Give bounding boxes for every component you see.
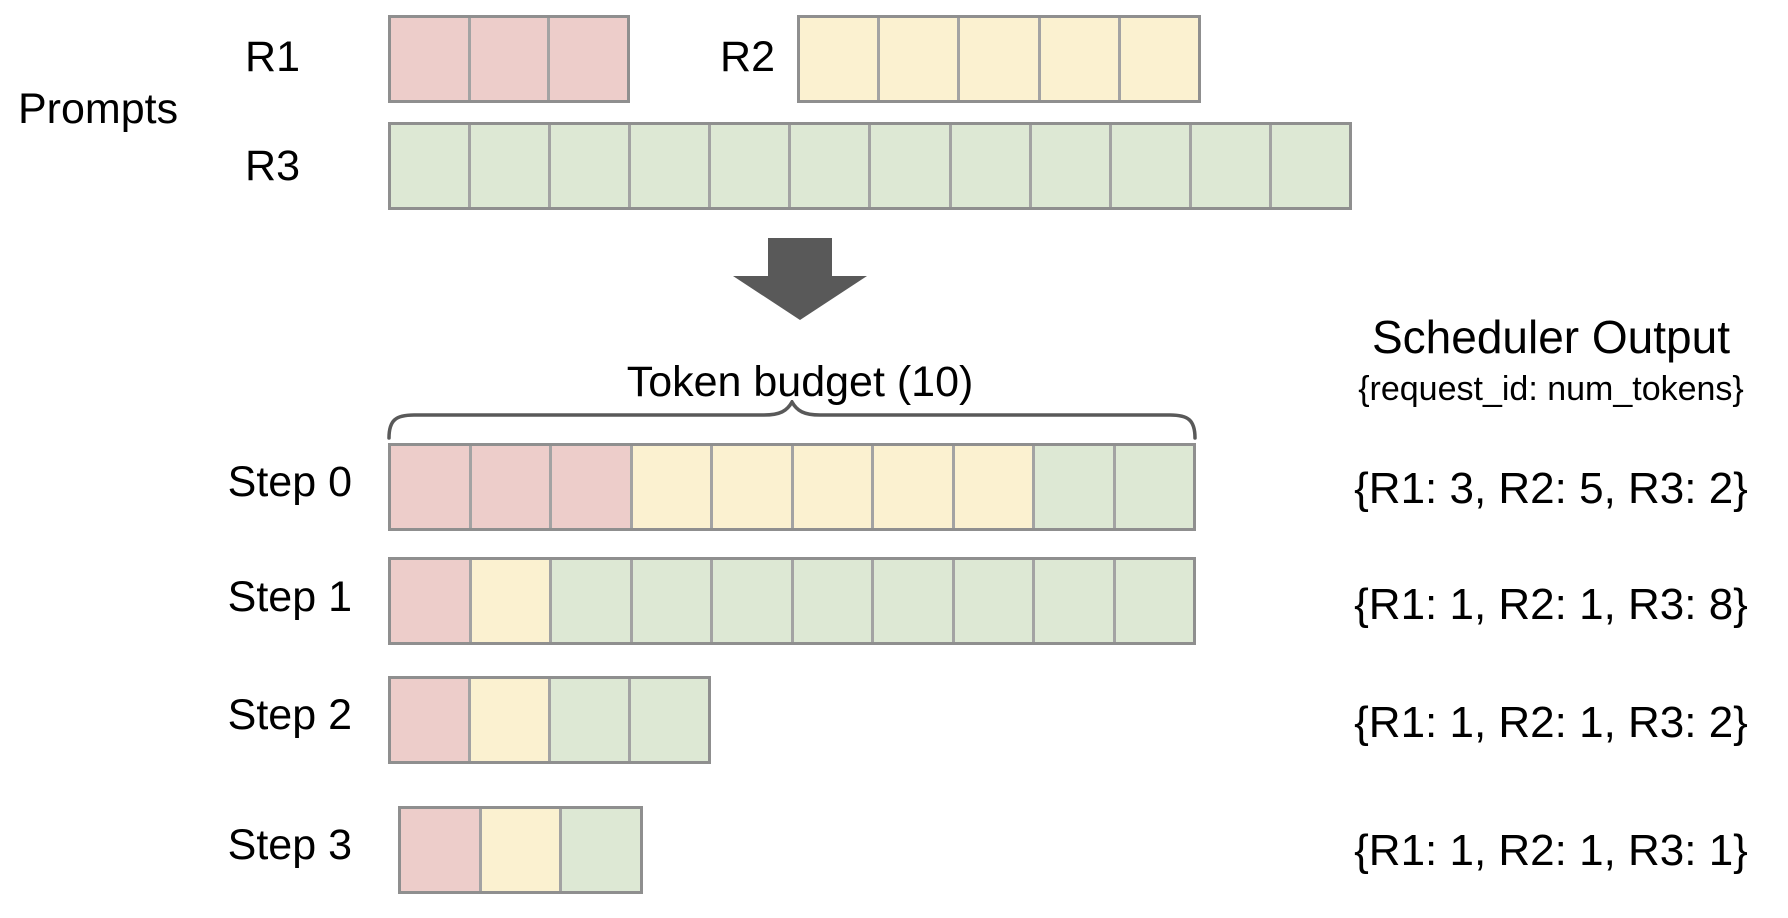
scheduler-output-title: Scheduler Output: [1371, 311, 1730, 363]
token-cell-green: [562, 809, 641, 891]
token-cell-pink: [471, 446, 552, 528]
token-cell-green: [1191, 125, 1272, 207]
token-cell-yellow: [481, 809, 563, 891]
token-cell-yellow: [960, 18, 1041, 100]
token-cell-green: [471, 125, 552, 207]
token-cell-green: [1111, 125, 1192, 207]
step-0-label: Step 0: [227, 458, 352, 506]
token-cell-green: [1035, 560, 1116, 642]
prompt-row-r3: [388, 122, 1352, 210]
prompts-section-label: Prompts: [18, 85, 179, 133]
token-cell-pink: [391, 18, 471, 100]
step-2-label: Step 2: [227, 691, 352, 739]
token-cell-green: [793, 560, 874, 642]
token-cell-green: [631, 125, 712, 207]
token-cell-pink: [391, 446, 472, 528]
prompt-row-r1: [388, 15, 630, 103]
step-1-label: Step 1: [227, 573, 352, 621]
token-cell-pink: [391, 560, 472, 642]
token-cell-green: [791, 125, 872, 207]
token-cell-green: [954, 560, 1035, 642]
step-0-row: [388, 443, 1196, 531]
token-cell-green: [713, 560, 794, 642]
step-3-label: Step 3: [227, 821, 352, 869]
token-cell-yellow: [874, 446, 955, 528]
token-cell-pink: [470, 18, 551, 100]
prompt-row-r2-label: R2: [720, 33, 775, 81]
token-cell-green: [552, 560, 633, 642]
token-cell-green: [1115, 560, 1193, 642]
token-cell-pink: [401, 809, 482, 891]
token-cell-yellow: [954, 446, 1035, 528]
step-1-output: {R1: 1, R2: 1, R3: 8}: [1354, 580, 1748, 629]
token-cell-yellow: [1040, 18, 1121, 100]
token-cell-yellow: [880, 18, 961, 100]
token-cell-yellow: [471, 560, 552, 642]
step-3-output: {R1: 1, R2: 1, R3: 1}: [1354, 826, 1748, 875]
prompt-row-r3-label: R3: [245, 142, 300, 190]
token-cell-green: [711, 125, 792, 207]
token-budget-label: Token budget (10): [626, 358, 974, 406]
token-cell-yellow: [793, 446, 874, 528]
token-cell-pink: [391, 679, 471, 761]
token-cell-green: [1115, 446, 1193, 528]
token-cell-green: [551, 125, 632, 207]
step-3-row: [398, 806, 643, 894]
prompt-row-r2: [797, 15, 1201, 103]
token-cell-yellow: [632, 446, 713, 528]
scheduler-output-subtitle: {request_id: num_tokens}: [1358, 370, 1744, 408]
token-cell-green: [551, 679, 631, 761]
token-cell-green: [1271, 125, 1349, 207]
step-1-row: [388, 557, 1196, 645]
token-cell-yellow: [1120, 18, 1199, 100]
token-cell-yellow: [800, 18, 881, 100]
step-2-output: {R1: 1, R2: 1, R3: 2}: [1354, 698, 1748, 747]
token-cell-green: [1031, 125, 1112, 207]
token-cell-green: [871, 125, 952, 207]
down-arrow-icon: [733, 238, 867, 320]
token-cell-pink: [550, 18, 628, 100]
token-budget-brace: [387, 400, 1197, 440]
token-cell-green: [631, 679, 708, 761]
token-cell-green: [632, 560, 713, 642]
step-2-row: [388, 676, 711, 764]
token-cell-pink: [552, 446, 633, 528]
prompt-row-r1-label: R1: [245, 33, 300, 81]
token-cell-yellow: [713, 446, 794, 528]
token-cell-green: [951, 125, 1032, 207]
token-cell-green: [1035, 446, 1116, 528]
token-cell-green: [874, 560, 955, 642]
step-0-output: {R1: 3, R2: 5, R3: 2}: [1354, 464, 1748, 513]
token-cell-yellow: [471, 679, 551, 761]
token-cell-green: [391, 125, 472, 207]
